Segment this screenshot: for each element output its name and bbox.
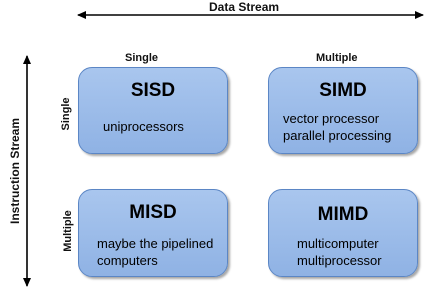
- column-label-single: Single: [125, 52, 159, 64]
- mimd-title: MIMD: [317, 204, 369, 225]
- misd-description-line2: computers: [97, 253, 158, 268]
- sisd-box: SISD uniprocessors: [78, 67, 228, 154]
- sisd-description-line1: uniprocessors: [103, 119, 184, 134]
- row-label-single: Single: [60, 97, 72, 131]
- simd-title: SIMD: [319, 80, 367, 101]
- mimd-description-line2: multiprocessor: [297, 253, 382, 268]
- column-label-multiple: Multiple: [316, 52, 358, 64]
- misd-title: MISD: [129, 202, 177, 223]
- mimd-description-line1: multicomputer: [297, 236, 379, 251]
- misd-description-line1: maybe the pipelined: [97, 236, 214, 251]
- simd-description-line1: vector processor: [283, 111, 380, 126]
- data-stream-title: Data Stream: [205, 0, 284, 14]
- instruction-stream-title: Instruction Stream: [8, 117, 22, 225]
- misd-box: MISD maybe the pipelined computers: [78, 189, 228, 277]
- mimd-box: MIMD multicomputer multiprocessor: [268, 189, 418, 277]
- simd-description-line2: parallel processing: [283, 128, 392, 143]
- sisd-title: SISD: [130, 80, 176, 101]
- simd-box: SIMD vector processor parallel processin…: [268, 67, 418, 154]
- row-label-multiple: Multiple: [62, 210, 74, 252]
